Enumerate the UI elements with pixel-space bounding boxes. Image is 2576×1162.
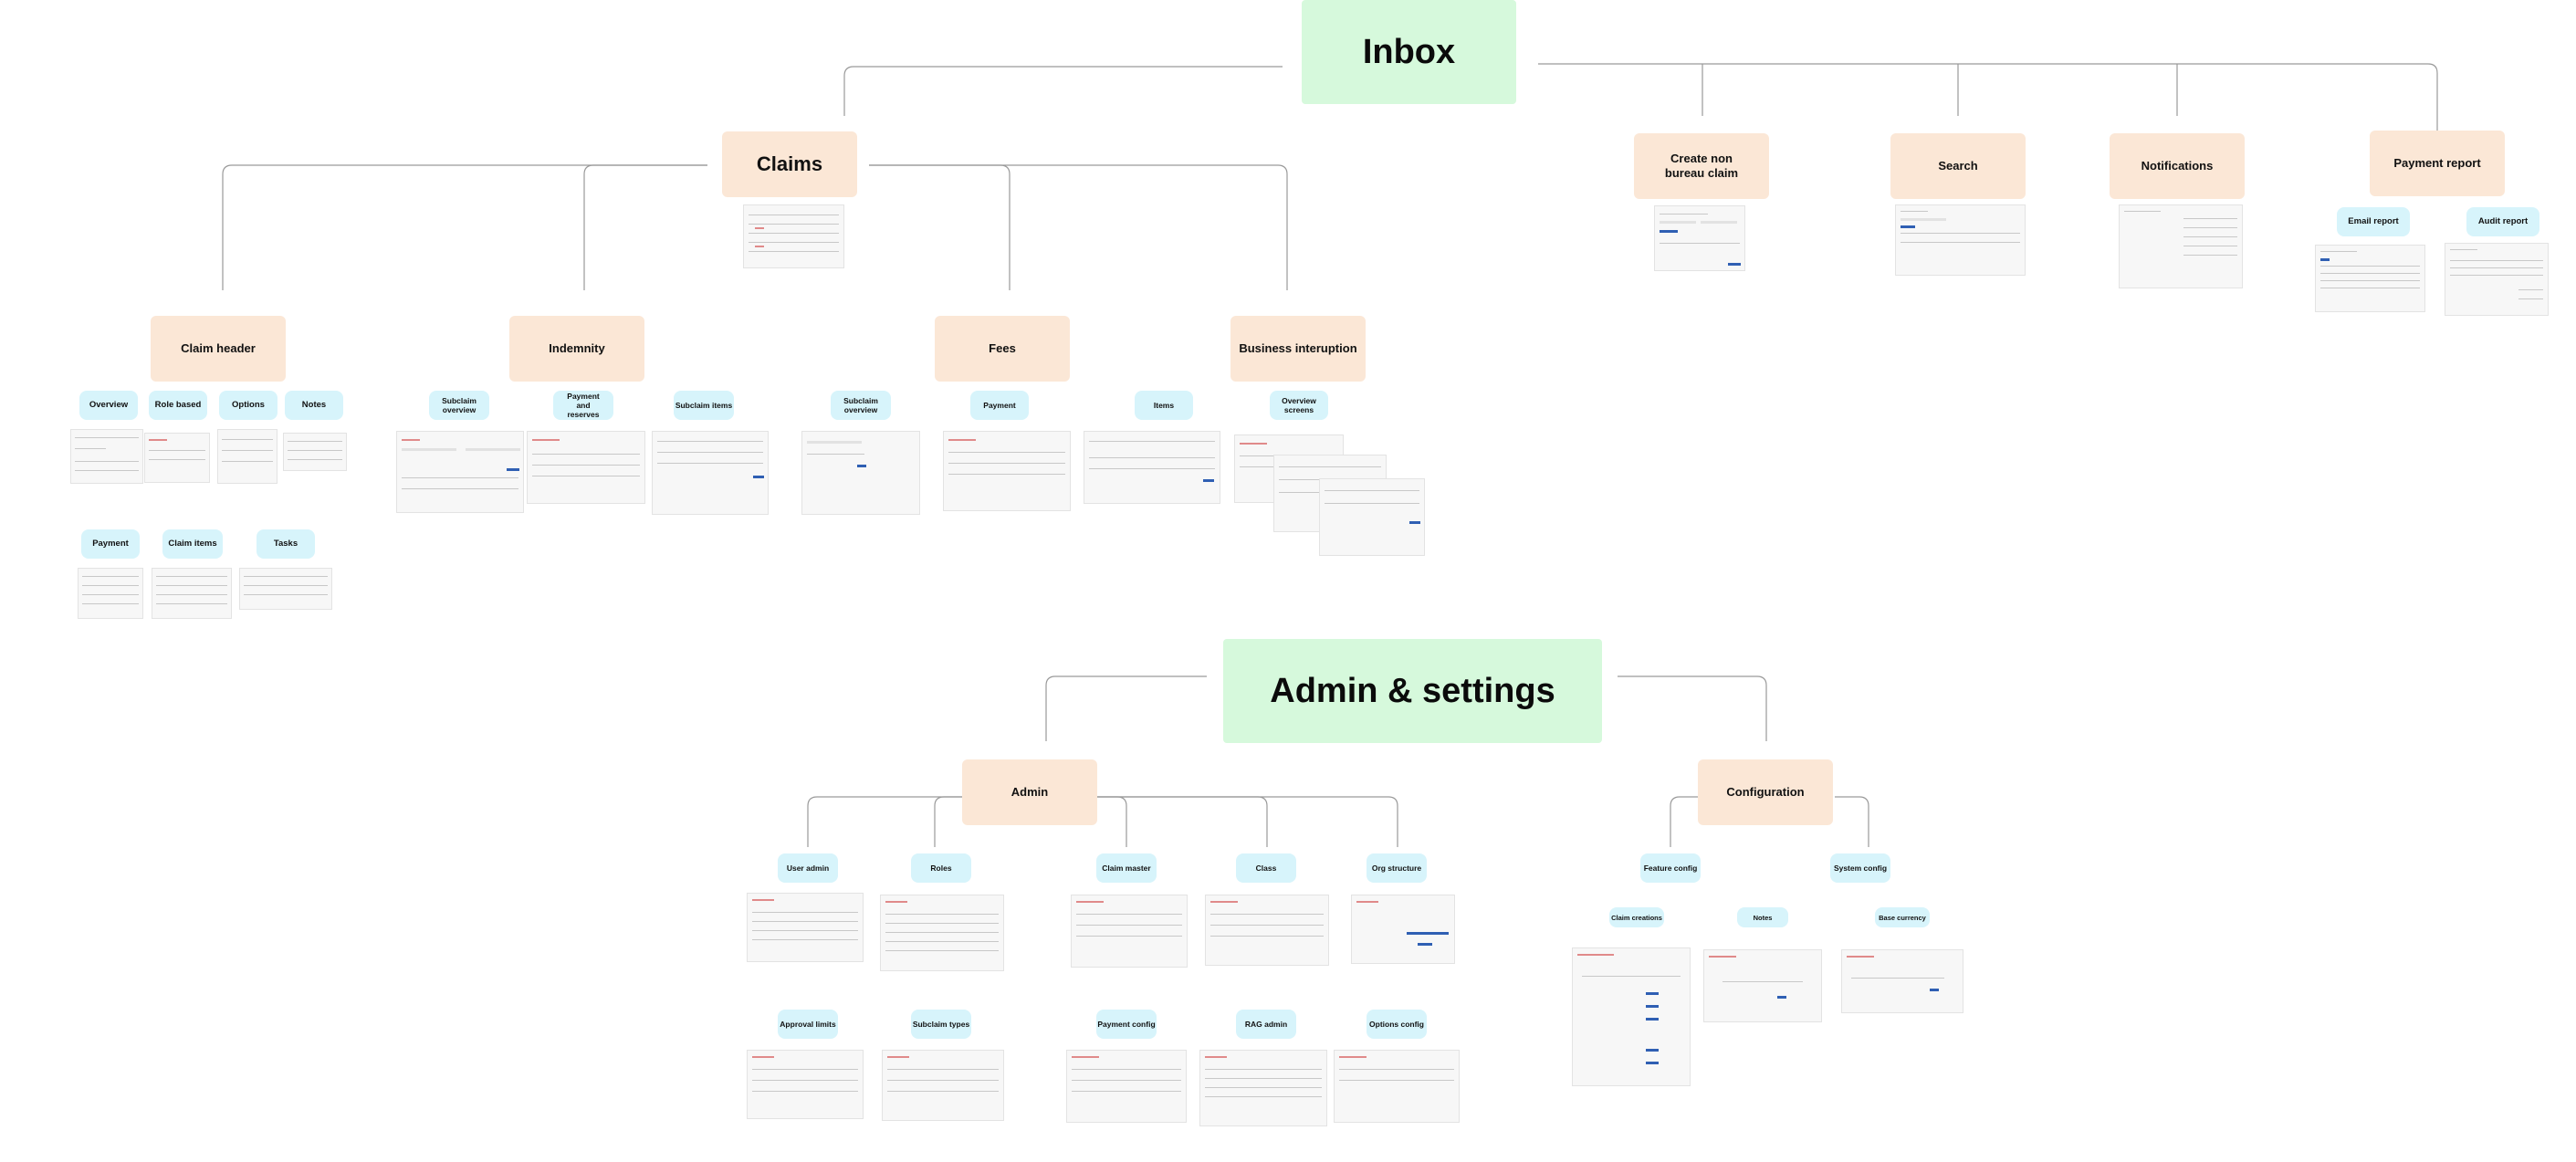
- fees-items-node[interactable]: Items: [1135, 391, 1193, 420]
- fees-items-thumbnail[interactable]: [1084, 431, 1220, 504]
- indemnity-subclaim-items-thumbnail[interactable]: [652, 431, 769, 515]
- payment-thumbnail[interactable]: [78, 568, 143, 619]
- claim-items-thumbnail[interactable]: [152, 568, 232, 619]
- roles-node[interactable]: Roles: [911, 853, 971, 883]
- tasks-thumbnail[interactable]: [239, 568, 332, 610]
- notes-thumbnail[interactable]: [283, 433, 347, 471]
- tasks-node[interactable]: Tasks: [257, 529, 315, 559]
- claim-creations-node[interactable]: Claim creations: [1609, 907, 1664, 927]
- email-report-node[interactable]: Email report: [2337, 207, 2410, 236]
- options-node[interactable]: Options: [219, 391, 277, 420]
- indemnity-subclaim-overview-node[interactable]: Subclaim overview: [429, 391, 489, 420]
- fees-node[interactable]: Fees: [935, 316, 1070, 382]
- claim-creations-thumbnail[interactable]: [1572, 947, 1691, 1086]
- feature-config-node[interactable]: Feature config: [1640, 853, 1701, 883]
- role-based-thumbnail[interactable]: [144, 433, 210, 483]
- class-node[interactable]: Class: [1236, 853, 1296, 883]
- payment-report-node[interactable]: Payment report: [2370, 131, 2505, 196]
- org-structure-node[interactable]: Org structure: [1367, 853, 1427, 883]
- create-non-bureau-claim-node[interactable]: Create non bureau claim: [1634, 133, 1769, 199]
- fees-payment-thumbnail[interactable]: [943, 431, 1071, 511]
- config-notes-node[interactable]: Notes: [1737, 907, 1788, 927]
- audit-report-node[interactable]: Audit report: [2466, 207, 2539, 236]
- admin-node[interactable]: Admin: [962, 759, 1097, 825]
- subclaim-types-node[interactable]: Subclaim types: [911, 1010, 971, 1039]
- config-notes-thumbnail[interactable]: [1703, 949, 1822, 1022]
- admin-settings-node[interactable]: Admin & settings: [1223, 639, 1602, 743]
- create-claim-thumbnail[interactable]: [1654, 205, 1745, 271]
- claim-items-node[interactable]: Claim items: [162, 529, 223, 559]
- payment-and-reserves-thumbnail[interactable]: [527, 431, 645, 504]
- approval-limits-thumbnail[interactable]: [747, 1050, 864, 1119]
- rag-admin-node[interactable]: RAG admin: [1236, 1010, 1296, 1039]
- overview-screens-thumbnail-c[interactable]: [1319, 478, 1425, 556]
- claim-master-node[interactable]: Claim master: [1096, 853, 1157, 883]
- fees-subclaim-overview-node[interactable]: Subclaim overview: [831, 391, 891, 420]
- indemnity-subclaim-overview-thumbnail[interactable]: [396, 431, 524, 513]
- user-admin-node[interactable]: User admin: [778, 853, 838, 883]
- search-thumbnail[interactable]: [1895, 204, 2026, 276]
- rag-admin-thumbnail[interactable]: [1199, 1050, 1327, 1126]
- claims-list-thumbnail[interactable]: [743, 204, 844, 268]
- notifications-thumbnail[interactable]: [2119, 204, 2243, 288]
- payment-node[interactable]: Payment: [81, 529, 140, 559]
- indemnity-node[interactable]: Indemnity: [509, 316, 644, 382]
- claims-node[interactable]: Claims: [722, 131, 857, 197]
- user-admin-thumbnail[interactable]: [747, 893, 864, 962]
- overview-node[interactable]: Overview: [79, 391, 138, 420]
- overview-thumbnail[interactable]: [70, 429, 143, 484]
- notifications-node[interactable]: Notifications: [2110, 133, 2245, 199]
- payment-config-thumbnail[interactable]: [1066, 1050, 1187, 1123]
- business-interuption-node[interactable]: Business interuption: [1230, 316, 1366, 382]
- email-report-thumbnail[interactable]: [2315, 245, 2425, 312]
- claim-header-node[interactable]: Claim header: [151, 316, 286, 382]
- options-config-node[interactable]: Options config: [1367, 1010, 1427, 1039]
- base-currency-thumbnail[interactable]: [1841, 949, 1963, 1013]
- inbox-node[interactable]: Inbox: [1302, 0, 1516, 104]
- configuration-node[interactable]: Configuration: [1698, 759, 1833, 825]
- subclaim-types-thumbnail[interactable]: [882, 1050, 1004, 1121]
- audit-report-thumbnail[interactable]: [2445, 243, 2549, 316]
- payment-and-reserves-node[interactable]: Payment and reserves: [553, 391, 613, 420]
- indemnity-subclaim-items-node[interactable]: Subclaim items: [674, 391, 734, 420]
- class-thumbnail[interactable]: [1205, 895, 1329, 966]
- notes-node[interactable]: Notes: [285, 391, 343, 420]
- payment-config-node[interactable]: Payment config: [1096, 1010, 1157, 1039]
- options-config-thumbnail[interactable]: [1334, 1050, 1460, 1123]
- fees-payment-node[interactable]: Payment: [970, 391, 1029, 420]
- fees-subclaim-overview-thumbnail[interactable]: [801, 431, 920, 515]
- role-based-node[interactable]: Role based: [149, 391, 207, 420]
- overview-screens-node[interactable]: Overview screens: [1270, 391, 1328, 420]
- claim-master-thumbnail[interactable]: [1071, 895, 1188, 968]
- options-thumbnail[interactable]: [217, 429, 277, 484]
- org-structure-thumbnail[interactable]: [1351, 895, 1455, 964]
- base-currency-node[interactable]: Base currency: [1875, 907, 1930, 927]
- search-node[interactable]: Search: [1890, 133, 2026, 199]
- roles-thumbnail[interactable]: [880, 895, 1004, 971]
- approval-limits-node[interactable]: Approval limits: [778, 1010, 838, 1039]
- system-config-node[interactable]: System config: [1830, 853, 1890, 883]
